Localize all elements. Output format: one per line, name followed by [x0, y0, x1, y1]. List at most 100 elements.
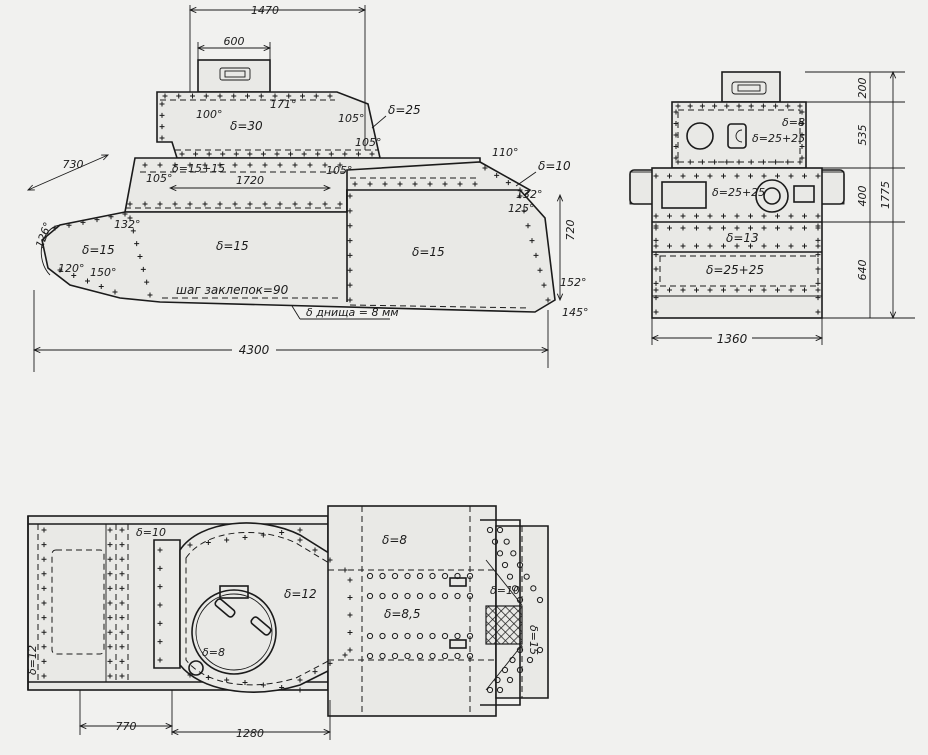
angle-132a: 132° [114, 218, 141, 231]
dim-hull-top-length: 1720 [236, 174, 264, 187]
rivet-mark [66, 222, 72, 228]
rivet-mark [202, 162, 208, 168]
rivet-mark [687, 159, 693, 165]
rivet-mark [797, 103, 803, 109]
rivet-mark [441, 652, 449, 660]
rivet-mark [653, 252, 659, 258]
rivet-mark [501, 666, 509, 674]
rivet-mark [347, 577, 353, 583]
rivet-mark [328, 151, 334, 157]
rivet-mark [322, 162, 328, 168]
rivet-mark [802, 225, 807, 231]
rivet-mark [530, 585, 537, 592]
rivet-mark [347, 282, 353, 288]
rivet-mark [501, 561, 509, 569]
rivet-mark [119, 615, 125, 621]
rivet-mark [347, 208, 353, 214]
rivet-mark [491, 538, 499, 545]
rivet-mark [653, 237, 659, 243]
rivet-mark [761, 287, 767, 293]
rivet-mark [288, 151, 294, 157]
rivet-mark [466, 632, 474, 640]
rivet-mark [119, 585, 125, 591]
rivet-mark [734, 287, 740, 293]
rivet-mark [799, 109, 805, 115]
angle-171: 171° [270, 98, 297, 111]
rivet-mark [379, 632, 386, 640]
rivet-mark [342, 652, 348, 658]
rivet-mark [262, 201, 268, 207]
side-cupola [197, 59, 271, 93]
label-plan-deck-mid: δ=8,5 [384, 607, 420, 621]
rivet-mark [797, 159, 803, 165]
rivet-mark [119, 527, 125, 533]
rivet-mark [286, 93, 292, 99]
rivet-mark [496, 550, 504, 557]
rivet-mark [687, 103, 693, 109]
rivet-mark [412, 181, 418, 187]
rivet-mark [347, 630, 353, 635]
dim-cupola-length: 600 [224, 35, 245, 48]
rivet-mark [441, 592, 449, 600]
rivet-mark [525, 223, 531, 229]
rivet-mark [300, 93, 305, 99]
rivet-mark [815, 243, 821, 249]
dim-front-mid-h: 400 [856, 186, 869, 207]
rivet-mark [748, 225, 753, 231]
angle-105c: 105° [326, 164, 353, 177]
rivet-mark [761, 225, 767, 231]
dim-front-turret-h: 535 [856, 125, 869, 146]
rivet-mark [119, 644, 125, 650]
rivet-mark [193, 151, 199, 157]
rivet-mark [107, 615, 113, 621]
rivet-mark [157, 547, 163, 553]
rivet-mark [347, 595, 353, 600]
label-plan-side-front: δ=10 [136, 526, 166, 539]
rivet-mark [653, 309, 659, 315]
dim-front-lower-h: 640 [856, 260, 869, 281]
rivet-mark [172, 162, 178, 168]
rivet-mark [736, 103, 742, 109]
rivet-mark [366, 652, 374, 660]
rivet-mark [315, 151, 321, 157]
rivet-mark [307, 201, 313, 207]
rivet-mark [347, 647, 353, 653]
rivet-mark [112, 289, 118, 295]
rivet-mark [119, 673, 125, 679]
rivet-mark [680, 287, 686, 293]
rivet-mark [379, 592, 386, 600]
rivet-mark [761, 243, 767, 249]
rivet-mark [342, 151, 348, 157]
rivet-mark [41, 673, 47, 679]
rivet-mark [342, 567, 348, 573]
rivet-mark [355, 151, 361, 157]
rivet-mark [802, 243, 807, 249]
label-nose: δ=15 [82, 243, 115, 257]
rivet-mark [119, 542, 125, 548]
rivet-mark [721, 173, 726, 179]
rivet-mark [41, 585, 47, 591]
rivet-mark [788, 287, 794, 293]
rivet-mark [496, 526, 504, 534]
rivet-mark [187, 201, 193, 207]
rivet-mark [802, 173, 807, 179]
rivet-mark [506, 573, 514, 580]
rivet-mark [176, 93, 182, 99]
rivet-mark [397, 181, 403, 187]
angle-120: 120° [58, 262, 85, 275]
rivet-mark [721, 213, 726, 219]
side-main-hull [41, 189, 556, 313]
rivet-mark [142, 201, 148, 207]
rivet-mark [429, 652, 436, 660]
rivet-mark [140, 266, 146, 272]
rivet-mark [802, 287, 807, 293]
rivet-mark [57, 267, 63, 273]
rivet-mark [653, 280, 659, 286]
rivet-mark [119, 556, 125, 562]
rivet-mark [694, 243, 699, 249]
rivet-mark [815, 309, 821, 315]
rivet-mark [673, 132, 679, 138]
plan-view: 770 1280 δ=10 δ=12 δ=8 δ=8 δ=8,5 δ=10 δ=… [26, 505, 549, 740]
rivet-mark [680, 225, 686, 231]
rivet-mark [157, 162, 163, 168]
